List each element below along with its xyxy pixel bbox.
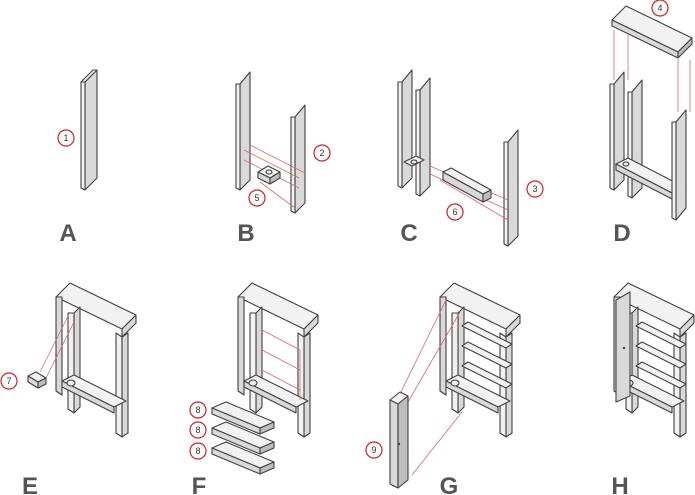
callout-8a: 8: [189, 401, 207, 419]
step-label-a: A: [59, 220, 76, 247]
step-label-c: C: [400, 220, 417, 247]
callout-6: 6: [446, 203, 464, 221]
callout-1: 1: [57, 129, 75, 147]
step-e: 7 E: [0, 282, 137, 495]
step-label-b: B: [237, 220, 254, 247]
side-panel-part: [80, 69, 98, 191]
step-b: 2 5 B: [235, 71, 331, 247]
callout-8c: 8: [189, 442, 207, 460]
svg-text:3: 3: [532, 184, 537, 194]
step-d: 4 D: [609, 0, 693, 247]
installed-door: [615, 291, 631, 403]
callout-5: 5: [248, 189, 266, 207]
callout-9: 9: [365, 441, 383, 459]
step-f: 8 8 8 F: [189, 282, 319, 495]
svg-text:8: 8: [195, 425, 200, 435]
svg-text:6: 6: [452, 207, 457, 217]
callout-4: 4: [651, 0, 669, 17]
bottom-board-part: [442, 167, 492, 203]
callout-2: 2: [313, 144, 331, 162]
step-a: 1 A: [57, 69, 98, 247]
right-panel-part: [503, 129, 519, 247]
step-label-f: F: [192, 473, 207, 495]
door-stop-part: [27, 371, 47, 389]
installed-shelves: [635, 321, 687, 389]
right-panel-part: [671, 109, 687, 221]
callout-3: 3: [526, 180, 544, 198]
step-label-e: E: [22, 473, 38, 495]
assembled-frame: [55, 282, 137, 438]
svg-text:1: 1: [63, 133, 68, 143]
top-board-part: [611, 5, 693, 59]
svg-text:8: 8: [195, 446, 200, 456]
assembled-frame: [439, 282, 521, 438]
installed-shelves: [461, 321, 513, 389]
left-panel-part: [235, 71, 251, 191]
step-label-d: D: [613, 220, 630, 247]
svg-text:9: 9: [371, 445, 376, 455]
cam-block-part: [257, 165, 281, 185]
step-g: 9 G: [365, 282, 521, 495]
svg-text:8: 8: [195, 405, 200, 415]
step-label-g: G: [440, 473, 459, 495]
step-c: 6 3 C: [397, 69, 544, 247]
step-h: H: [611, 282, 695, 495]
svg-text:7: 7: [6, 376, 11, 386]
svg-text:5: 5: [254, 193, 259, 203]
svg-text:4: 4: [657, 3, 662, 13]
callout-7: 7: [0, 372, 18, 390]
double-panel-part: [397, 69, 431, 197]
callout-8b: 8: [189, 421, 207, 439]
step-label-h: H: [611, 473, 628, 495]
door-panel-part: [389, 391, 409, 489]
right-panel-part: [290, 104, 306, 214]
svg-text:2: 2: [319, 148, 324, 158]
side-frame-part: [609, 71, 687, 201]
